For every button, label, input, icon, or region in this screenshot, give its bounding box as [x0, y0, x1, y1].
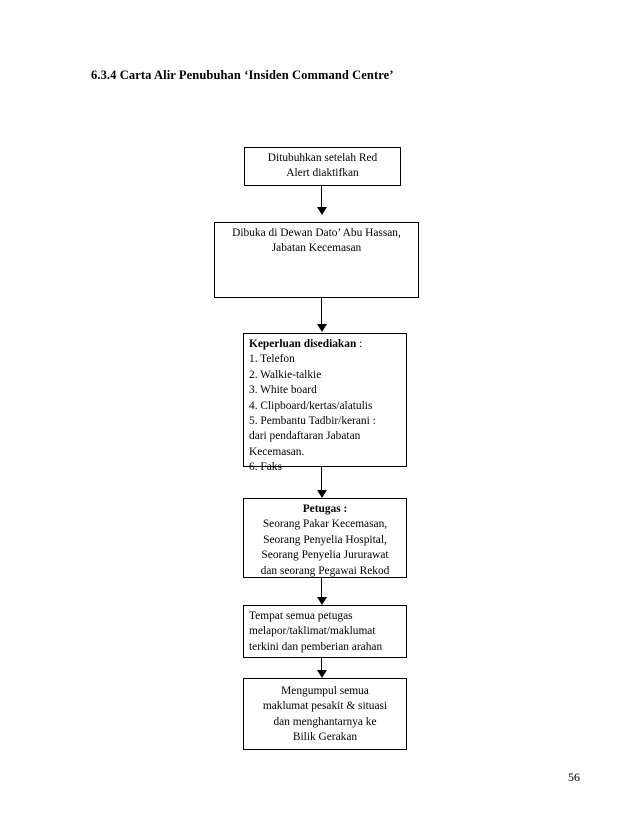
node-line: maklumat pesakit & situasi: [262, 700, 388, 713]
node-line: Bilik Gerakan: [292, 731, 358, 744]
node-line: Tempat semua petugas: [249, 610, 353, 622]
node-line: 6. Faks: [249, 461, 282, 474]
node-line: Dibuka di Dewan Dato’ Abu Hassan,: [232, 227, 401, 239]
node-line: melapor/taklimat/maklumat: [249, 625, 376, 638]
node-line-heading-bold: Keperluan disediakan: [249, 338, 357, 350]
node-line: Seorang Penyelia Hospital,: [263, 533, 387, 546]
connector-5-to-6: [315, 658, 329, 678]
node-tempat-melapor-taklimat: Tempat semua petugas melapor/taklimat/ma…: [243, 605, 407, 658]
node-line-heading-plain: :: [356, 338, 363, 350]
node-line: dan menghantarnya ke: [273, 715, 377, 728]
connector-3-to-4: [315, 467, 329, 498]
node-line: Kecemasan.: [249, 445, 305, 458]
node-ditubuhkan-red-alert: Ditubuhkan setelah Red Alert diaktifkan: [244, 147, 401, 186]
node-line-heading: Keperluan disediakan :: [249, 337, 401, 352]
connector-2-to-3: [315, 298, 329, 332]
node-line-heading: Petugas :: [302, 503, 348, 515]
node-dibuka-dewan-dato-abu-hassan: Dibuka di Dewan Dato’ Abu Hassan, Jabata…: [214, 222, 419, 298]
node-line: Alert diaktifkan: [286, 167, 359, 180]
node-line: Seorang Pakar Kecemasan,: [262, 518, 388, 531]
node-line: dari pendaftaran Jabatan: [249, 430, 361, 443]
node-keperluan-disediakan: Keperluan disediakan : 1. Telefon 2. Wal…: [243, 333, 407, 473]
connector-4-to-5: [315, 578, 329, 605]
node-petugas: Petugas : Seorang Pakar Kecemasan, Seora…: [243, 498, 407, 578]
node-line: Jabatan Kecemasan: [271, 242, 362, 255]
page-title: 6.3.4 Carta Alir Penubuhan ‘Insiden Comm…: [91, 68, 394, 82]
node-line: 5. Pembantu Tadbir/kerani :: [249, 415, 376, 428]
node-line: 2. Walkie-talkie: [249, 368, 322, 381]
page-number: 56: [568, 770, 580, 784]
node-line: terkini dan pemberian arahan: [249, 640, 383, 653]
connector-1-to-2: [315, 186, 329, 215]
node-line: 3. White board: [249, 384, 317, 397]
node-line: dan seorang Pegawai Rekod: [260, 564, 390, 577]
node-line: 1. Telefon: [249, 353, 295, 366]
node-line: 4. Clipboard/kertas/alatulis: [249, 399, 373, 412]
node-line: Ditubuhkan setelah Red: [267, 152, 378, 164]
node-mengumpul-maklumat-bilik-gerakan: Mengumpul semua maklumat pesakit & situa…: [243, 678, 407, 750]
node-line: Mengumpul semua: [281, 685, 369, 697]
node-line: Seorang Penyelia Jururawat: [261, 549, 389, 562]
